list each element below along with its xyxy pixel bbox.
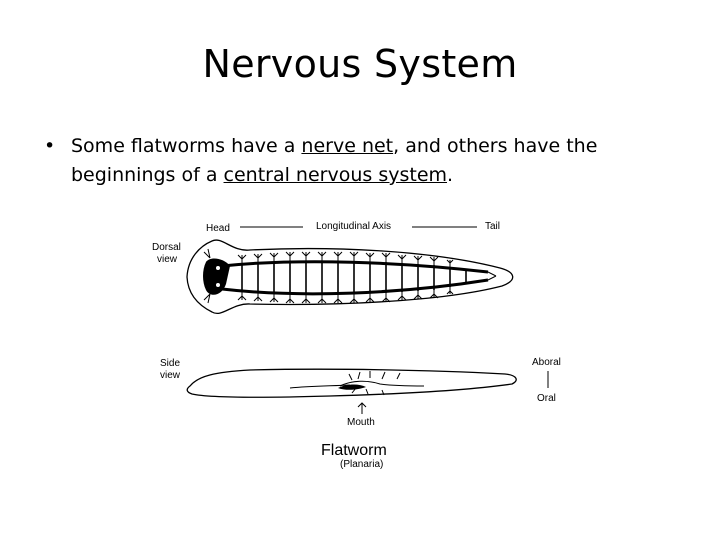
cerebral-ganglia: [203, 258, 230, 295]
tail-label: Tail: [485, 221, 500, 232]
side-view-nerve-branches: [289, 371, 425, 396]
pharynx: [338, 384, 366, 390]
bullet-text-part-1: Some flatworms have a: [71, 135, 302, 157]
central-nervous-system-term: central nervous system: [223, 164, 448, 186]
bullet-text-part-2: , and others have the beginnings of a: [71, 135, 598, 186]
dorsal-label-line-2: view: [157, 254, 178, 265]
bullet-text-part-3: .: [447, 164, 454, 186]
lower-nerve-cord: [221, 278, 489, 296]
right-eyespot: [216, 283, 220, 287]
diagram-subcaption: (Planaria): [340, 459, 383, 470]
bullet-point: • Some flatworms have a nerve net, and o…: [44, 132, 684, 190]
diagram-caption: Flatworm: [321, 442, 387, 459]
left-eyespot: [216, 266, 220, 270]
side-label-line-1: Side: [160, 358, 180, 369]
side-body-outline: [186, 368, 517, 398]
oral-label: Oral: [537, 393, 556, 404]
side-label-line-2: view: [160, 370, 181, 381]
dorsal-body-outline: [186, 239, 514, 314]
peripheral-nerve-branches: [203, 248, 497, 304]
head-label: Head: [206, 223, 230, 234]
transverse-nerves: [241, 261, 467, 294]
dorsal-label-line-1: Dorsal: [152, 242, 181, 253]
slide-title: Nervous System: [202, 42, 518, 86]
bullet-text: Some flatworms have a nerve net, and oth…: [71, 132, 684, 190]
mouth-label: Mouth: [347, 417, 375, 428]
upper-nerve-cord: [221, 260, 489, 274]
bullet-marker: •: [44, 135, 56, 157]
aboral-label: Aboral: [532, 357, 561, 368]
longitudinal-axis-label: Longitudinal Axis: [316, 221, 391, 232]
mouth-arrow: [357, 402, 367, 414]
nerve-net-term: nerve net: [301, 135, 394, 157]
